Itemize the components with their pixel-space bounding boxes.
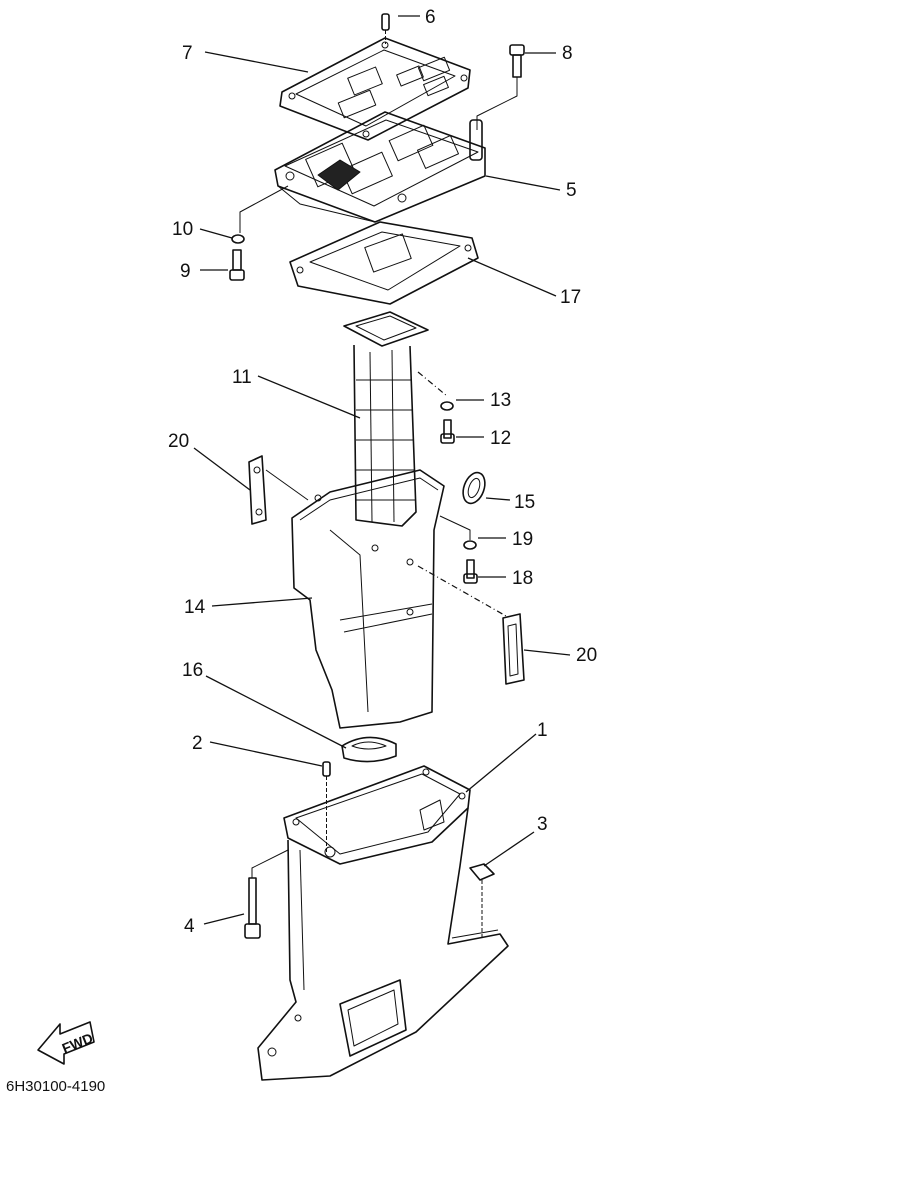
part-6-dowel-pin [381,13,390,44]
part-14-exhaust-housing [291,469,445,729]
part-15-grommet [462,471,486,505]
leader-20-dash [417,565,507,617]
callout-19: 19 [512,529,533,550]
part-20-plate-right [502,613,525,685]
callout-1: 1 [537,720,548,741]
part-3-clip [469,863,495,940]
callout-20-right: 20 [576,645,597,666]
part-11-exhaust-guide [343,311,429,527]
callout-5: 5 [566,180,577,201]
part-12-bolt [440,419,455,444]
callout-16: 16 [182,660,203,681]
part-16-seal [341,736,397,763]
part-13-washer [440,401,454,411]
callout-13: 13 [490,390,511,411]
part-20-plate-left [248,455,309,525]
callout-3: 3 [537,814,548,835]
part-18-bolt [463,559,478,584]
callout-12: 12 [490,428,511,449]
leader-5 [485,175,561,191]
leader-lines [193,15,571,925]
part-1-upper-casing [257,765,509,1081]
part-2-dowel-pin [322,761,331,852]
leader-11-13-dash [417,371,448,397]
part-5-upper-case [274,111,486,223]
callout-18: 18 [512,568,533,589]
part-4-bolt [244,849,289,939]
callout-2: 2 [192,733,203,754]
callout-8: 8 [562,43,573,64]
callout-14: 14 [184,597,206,618]
callout-7: 7 [182,43,193,64]
drawing-code: 6H30100-4190 [6,1078,106,1095]
part-17-gasket [289,221,479,305]
callout-10: 10 [172,219,193,240]
callout-15: 15 [514,492,535,513]
callout-9: 9 [180,261,191,282]
callout-4: 4 [184,916,195,937]
part-9-bolt [229,249,245,281]
callout-numbers: 6 7 8 5 10 9 17 11 13 12 20 15 19 18 14 … [168,7,597,937]
callout-6: 6 [425,7,436,28]
callout-20-left: 20 [168,431,189,452]
part-8-bolt [476,44,525,130]
callout-17: 17 [560,287,581,308]
fwd-arrow: FWD [37,1021,96,1065]
part-19-washer [439,515,477,550]
callout-11: 11 [232,367,252,388]
fwd-label: FWD [60,1030,96,1057]
part-10-washer [231,185,289,244]
